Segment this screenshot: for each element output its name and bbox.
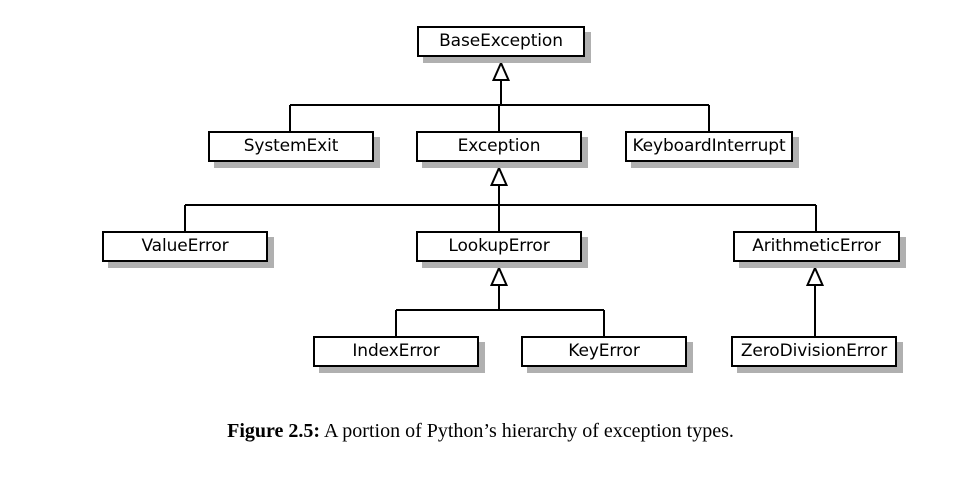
- class-box-lookup-error[interactable]: LookupError: [416, 231, 582, 262]
- class-box-key-error[interactable]: KeyError: [521, 336, 687, 367]
- class-name-label: IndexError: [352, 341, 440, 361]
- figure-caption-text: A portion of Python’s hierarchy of excep…: [323, 420, 734, 442]
- class-box-arithmetic-error[interactable]: ArithmeticError: [733, 231, 900, 262]
- class-box-zero-division-error[interactable]: ZeroDivisionError: [731, 336, 897, 367]
- class-box-exception[interactable]: Exception: [416, 131, 582, 162]
- class-box-index-error[interactable]: IndexError: [313, 336, 479, 367]
- class-box-keyboard-interrupt[interactable]: KeyboardInterrupt: [625, 131, 793, 162]
- class-box-system-exit[interactable]: SystemExit: [208, 131, 374, 162]
- class-name-label: ZeroDivisionError: [740, 341, 888, 361]
- figure-caption: Figure 2.5: A portion of Python’s hierar…: [0, 420, 961, 443]
- class-name-label: SystemExit: [243, 136, 339, 156]
- class-name-label: Exception: [457, 136, 541, 156]
- generalization-triangle-arithmetic-error-child: [805, 265, 825, 286]
- generalization-triangle-base-exception-children: [491, 60, 511, 81]
- class-box-base-exception[interactable]: BaseException: [417, 26, 585, 57]
- class-name-label: KeyError: [568, 341, 640, 361]
- class-name-label: ValueError: [141, 236, 229, 256]
- class-name-label: KeyboardInterrupt: [632, 136, 786, 156]
- generalization-triangle-lookup-error-children: [489, 265, 509, 286]
- class-box-value-error[interactable]: ValueError: [102, 231, 268, 262]
- class-name-label: ArithmeticError: [752, 236, 881, 256]
- class-name-label: LookupError: [448, 236, 550, 256]
- figure-caption-label: Figure 2.5:: [227, 420, 321, 442]
- class-name-label: BaseException: [439, 31, 563, 51]
- generalization-triangle-exception-children: [489, 165, 509, 186]
